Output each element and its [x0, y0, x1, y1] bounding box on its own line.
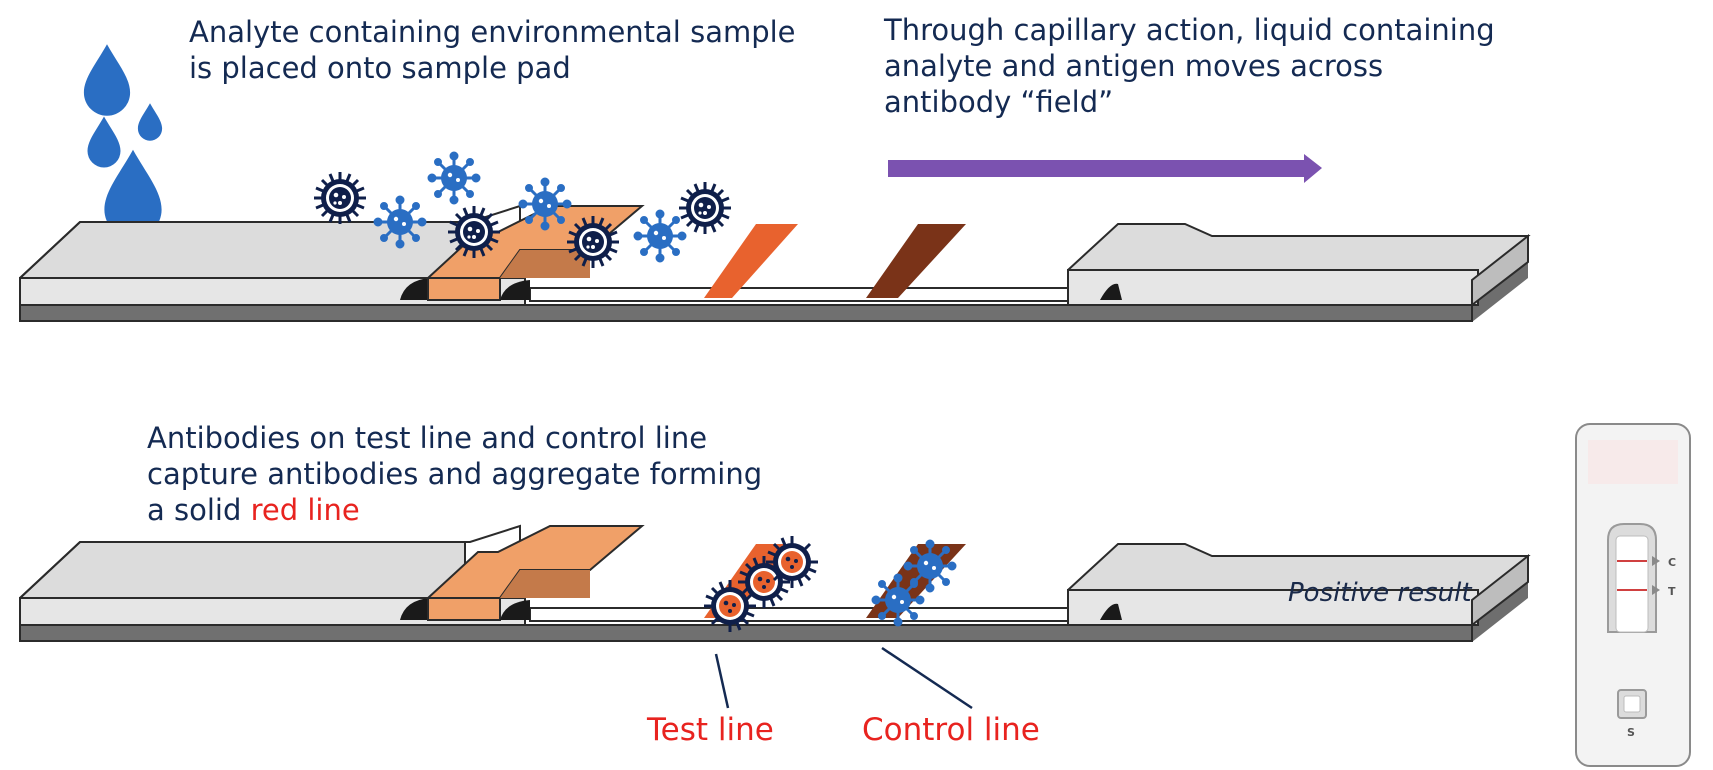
water-droplet-icon [137, 103, 163, 141]
test-line-band [704, 224, 798, 298]
virus-blue-icon [902, 538, 958, 594]
test-cassette: C T S [1575, 423, 1691, 767]
sample-pad-caption: Analyte containing environmental sample … [189, 15, 796, 85]
capillary-flow-caption: Through capillary action, liquid contain… [884, 13, 1495, 119]
positive-result-label: Positive result [1288, 578, 1472, 608]
virus-blue-icon [426, 150, 482, 206]
flow-arrow-icon [888, 154, 1322, 183]
antibody-capture-caption-text: Antibodies on test line and control line… [147, 421, 763, 527]
cassette-control-mark: C [1668, 556, 1676, 569]
test-strip-top [19, 205, 1529, 323]
virus-dark-icon [312, 170, 368, 226]
water-droplet-icon [83, 44, 131, 116]
cassette-test-mark: T [1668, 585, 1676, 598]
antibody-capture-caption: Antibodies on test line and control line… [147, 420, 847, 528]
test-line-pointer [714, 653, 730, 709]
control-line-label: Control line [862, 712, 1040, 748]
control-line-band [866, 224, 966, 298]
cassette-sample-mark: S [1627, 726, 1635, 739]
test-line-label: Test line [647, 712, 774, 748]
red-line-highlight: red line [250, 493, 360, 527]
virus-blue-icon [632, 208, 688, 264]
water-droplet-icon [87, 116, 121, 168]
water-droplets [83, 44, 163, 239]
control-line-pointer [881, 646, 973, 710]
virus-blue-icon [372, 194, 428, 250]
virus-blue-icon [517, 176, 573, 232]
